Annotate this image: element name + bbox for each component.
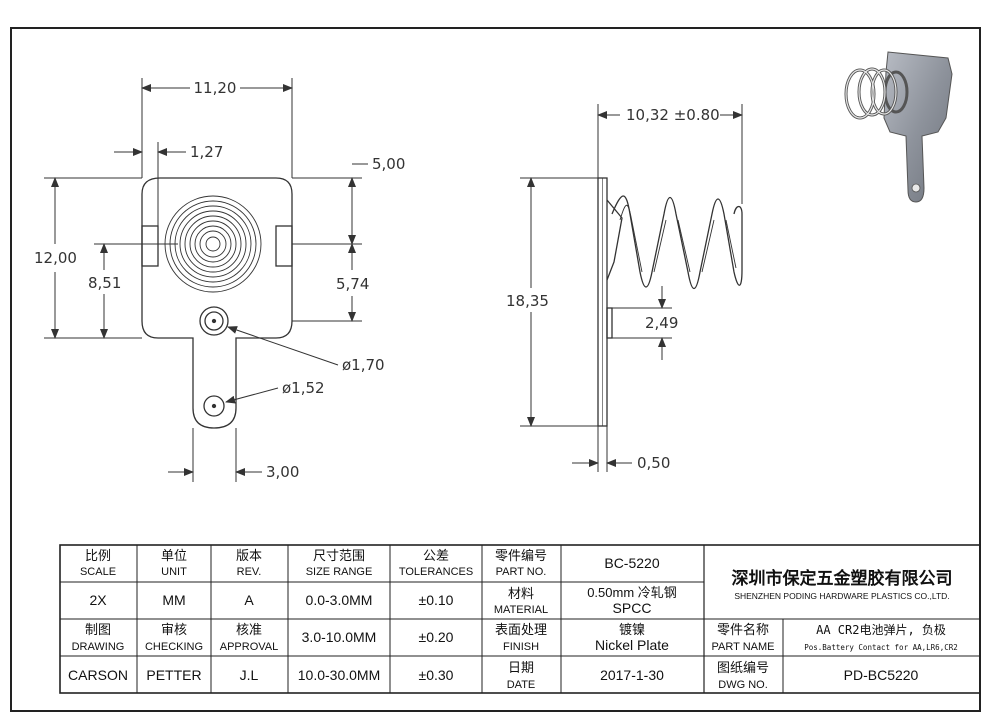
dim-hole-dia: ø1,70 [342, 356, 385, 374]
company-name-en: SHENZHEN PODING HARDWARE PLASTICS CO.,LT… [734, 591, 949, 601]
title-block [59, 544, 981, 694]
material-value-2: SPCC [613, 600, 652, 616]
checking-value: PETTER [146, 667, 201, 683]
front-view-dimension-labels: 11,20 1,27 5,00 12,00 8,51 5,74 ø1,70 ø1… [34, 79, 405, 481]
dim-total-height: 12,00 [34, 249, 77, 267]
approval-label-cn: 核准 [236, 622, 262, 637]
checking-label-en: CHECKING [145, 641, 203, 653]
finish-value-1: 镀镍 [619, 622, 645, 637]
spring-coil-side [611, 195, 743, 290]
size-range-label-en: SIZE RANGE [306, 566, 373, 578]
dim-top-height: 5,00 [372, 155, 405, 173]
part-no-label-en: PART NO. [496, 566, 547, 578]
scale-value: 2X [89, 592, 107, 608]
tab-hole [203, 395, 225, 417]
approval-value: J.L [240, 667, 259, 683]
part-name-label-en: PART NAME [712, 641, 775, 653]
dwg-no-value: PD-BC5220 [844, 667, 919, 683]
tolerance-3: ±0.30 [419, 667, 454, 683]
part-name-value-2: Pos.Battery Contact for AA,LR6,CR2 [804, 643, 958, 652]
size-range-3: 10.0-30.0MM [298, 667, 380, 683]
tolerance-1: ±0.10 [419, 592, 454, 608]
size-range-1: 0.0-3.0MM [306, 592, 373, 608]
part-name-value-1: AA CR2电池弹片, 负极 [816, 623, 946, 637]
title-block-text: 比例 SCALE 单位 UNIT 版本 REV. 尺寸范围 SIZE RANGE… [68, 548, 958, 691]
drawing-frame [10, 27, 981, 712]
material-label-cn: 材料 [508, 586, 534, 601]
center-hole-outer [199, 306, 229, 336]
tolerances-label-en: TOLERANCES [399, 566, 473, 578]
unit-label-en: UNIT [161, 566, 187, 578]
finish-value-2: Nickel Plate [595, 637, 669, 653]
material-value-1: 0.50mm 冷轧钢 [587, 585, 677, 600]
dwg-no-label-en: DWG NO. [718, 679, 768, 691]
left-slot [141, 225, 159, 267]
material-label-en: MATERIAL [494, 604, 548, 616]
date-label-en: DATE [507, 679, 536, 691]
dim-front-width: 11,20 [194, 79, 237, 97]
side-tab [606, 307, 613, 339]
scale-label-en: SCALE [80, 566, 116, 578]
size-range-label-cn: 尺寸范围 [313, 548, 365, 563]
tolerances-label-cn: 公差 [423, 548, 449, 563]
part-no-value: BC-5220 [604, 555, 659, 571]
dim-slot-offset: 1,27 [190, 143, 223, 161]
unit-label-cn: 单位 [161, 548, 187, 563]
approval-label-en: APPROVAL [220, 641, 279, 653]
tolerance-2: ±0.20 [419, 629, 454, 645]
drawing-label-en: DRAWING [72, 641, 125, 653]
dim-tab-width: 3,00 [266, 463, 299, 481]
dim-side-offset: 2,49 [645, 314, 678, 332]
drawing-label-cn: 制图 [85, 622, 111, 637]
center-hole-point [211, 318, 217, 324]
dim-hole-height: 5,74 [336, 275, 369, 293]
rev-label-cn: 版本 [236, 548, 262, 563]
dim-side-height: 18,35 [506, 292, 549, 310]
contact-plate-outline [141, 177, 293, 429]
company-name-cn: 深圳市保定五金塑胶有限公司 [732, 568, 953, 588]
center-hole-inner [204, 311, 224, 331]
rev-label-en: REV. [237, 566, 262, 578]
isometric-preview [844, 51, 953, 203]
finish-label-en: FINISH [503, 641, 539, 653]
tab-hole-point [211, 403, 217, 409]
spring-coil-rings [164, 195, 262, 293]
unit-value: MM [162, 592, 185, 608]
rev-value: A [244, 592, 254, 608]
side-boss [606, 199, 623, 281]
dwg-no-label-cn: 图纸编号 [717, 660, 769, 675]
dim-tab-hole-dia: ø1,52 [282, 379, 325, 397]
scale-label-cn: 比例 [85, 548, 111, 563]
dim-center-height: 8,51 [88, 274, 121, 292]
part-no-label-cn: 零件编号 [495, 548, 547, 563]
right-slot [275, 225, 293, 267]
finish-label-cn: 表面处理 [495, 622, 547, 637]
side-view-dimension-labels: 10,32 ±0.80 18,35 2,49 0,50 [506, 106, 720, 472]
dim-thickness: 0,50 [637, 454, 670, 472]
size-range-2: 3.0-10.0MM [302, 629, 377, 645]
checking-label-cn: 审核 [161, 622, 187, 637]
part-name-label-cn: 零件名称 [717, 622, 769, 637]
dim-spring-length: 10,32 ±0.80 [626, 106, 720, 124]
date-value: 2017-1-30 [600, 667, 664, 683]
drawing-value: CARSON [68, 667, 128, 683]
side-view-dimensions [520, 104, 743, 472]
side-view [597, 177, 743, 427]
date-label-cn: 日期 [508, 660, 534, 675]
front-view-dimensions [44, 78, 368, 482]
